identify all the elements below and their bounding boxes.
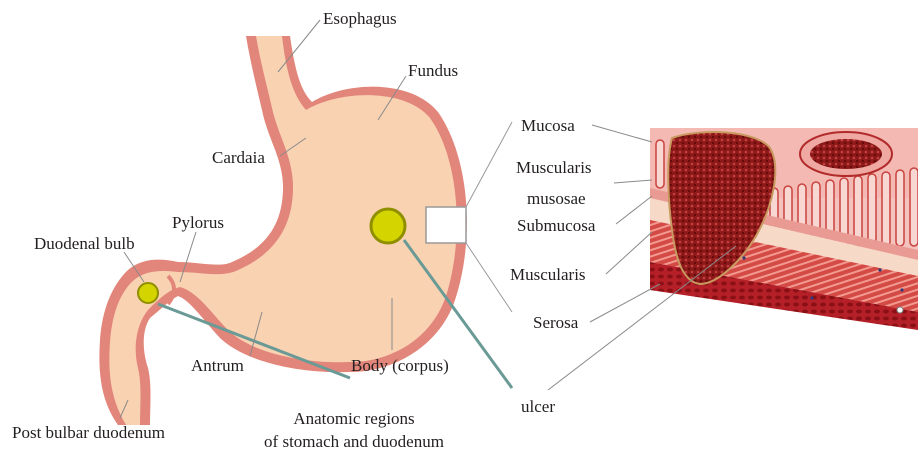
label-cardaia: Cardaia	[212, 148, 265, 168]
label-post-bulbar-duodenum: Post bulbar duodenum	[12, 423, 165, 443]
magnification-rays	[466, 122, 512, 312]
caption-line-1: Anatomic regions	[222, 409, 486, 429]
label-ulcer: ulcer	[521, 397, 555, 417]
label-duodenal-bulb: Duodenal bulb	[34, 234, 135, 254]
label-body: Body (corpus)	[351, 356, 449, 376]
label-esophagus: Esophagus	[323, 9, 397, 29]
tissue-block	[650, 128, 918, 340]
label-pylorus: Pylorus	[172, 213, 224, 233]
duodenal-bulb-marker	[138, 283, 158, 303]
label-muscularis-mucosae-1: Muscularis	[516, 158, 592, 178]
label-mucosa: Mucosa	[521, 116, 575, 136]
caption-line-2: of stomach and duodenum	[222, 432, 486, 452]
label-fundus: Fundus	[408, 61, 458, 81]
label-submucosa: Submucosa	[517, 216, 595, 236]
label-serosa: Serosa	[533, 313, 578, 333]
label-antrum: Antrum	[191, 356, 244, 376]
label-muscularis-mucosae-2: musosae	[527, 189, 586, 209]
magnification-window	[426, 207, 466, 243]
label-muscularis: Muscularis	[510, 265, 586, 285]
body-ulcer-marker	[371, 209, 405, 243]
